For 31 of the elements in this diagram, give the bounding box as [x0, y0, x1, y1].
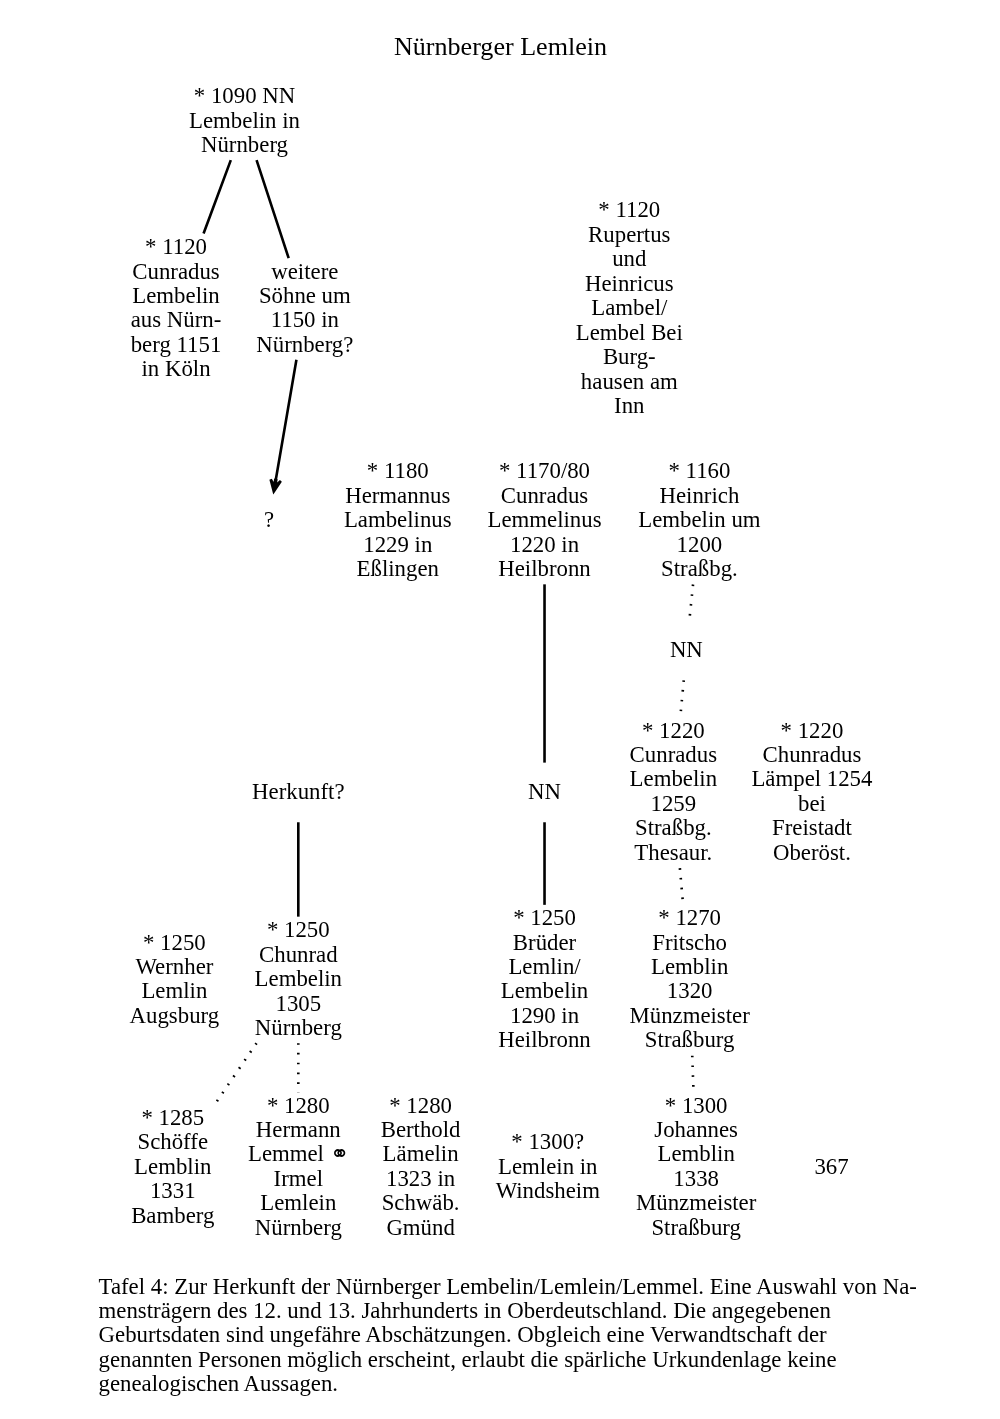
diagram-title: Nürnberger Lemlein [393, 32, 607, 62]
connector [254, 159, 290, 259]
node-text: * 1220 Cunradus Lembelin 1259 Straßbg. Thesaur. [629, 717, 717, 865]
node-text: * 1300 Johannes Lemblin 1338 Münzmeister Straßburg [635, 1092, 756, 1240]
caption: Tafel 4: Zur Herkunft der Nürnberger Lembelin/Lemlein/Lemmel. Eine Auswahl von Na- mensträgern des 12. und 13. Jahrhunderts in Oberdeutschland. Die angegebenen Geburtsdaten sind ungefähre Abschätzungen. Obgleich eine Verwandtschaft der genannten Personen möglich erscheint, erlaubt die spärliche Urkundenlage keine genealogischen Aussagen. [98, 1273, 917, 1397]
node-text: * 1180 Hermannus Lambelinus 1229 in Eßlingen [343, 458, 452, 582]
node-text: * 1300? Lemlein in Windsheim [495, 1129, 600, 1204]
node-text: * 1170/80 Cunradus Lemmelinus 1220 in Heilbronn [487, 458, 602, 582]
node-text: * 1220 Chunradus Lämpel 1254 bei Freistadt Oberöst. [750, 717, 872, 865]
node-text: ? [263, 507, 274, 533]
node-text: * 1250 Wernher Lemlin Augsburg [129, 929, 219, 1028]
connector [542, 584, 546, 763]
node-text: * 1250 Brüder Lemlin/ Lembelin 1290 in Heilbronn [497, 905, 591, 1053]
node-text: NN [669, 636, 703, 662]
arrow [268, 359, 298, 493]
connector [296, 822, 300, 917]
connector [542, 822, 546, 905]
node-text: * 1090 NN Lembelin in Nürnberg [188, 83, 300, 158]
node-text: NN [527, 778, 561, 804]
node-text: Herkunft? [251, 778, 345, 804]
node-text: * 1285 Schöffe Lemblin 1331 Bamberg [130, 1104, 214, 1228]
label: 367 [813, 1153, 849, 1179]
node-text: * 1120 Rupertus und Heinricus Lambel/ Lembel Bei Burg- hausen am Inn [575, 197, 683, 419]
node-text: * 1270 Fritscho Lemblin 1320 Münzmeister Straßburg [628, 905, 750, 1053]
connector [201, 159, 232, 234]
node-text: * 1250 Chunrad Lembelin 1305 Nürnberg [254, 917, 342, 1041]
node-text: weitere Söhne um 1150 in Nürnberg? [255, 258, 353, 357]
node-text: * 1280 Berthold Lämelin 1323 in Schwäb. Gmünd [380, 1092, 461, 1240]
node-text: * 1120 Cunradus Lembelin aus Nürn- berg 1151 in Köln [130, 234, 221, 382]
node-text: * 1160 Heinrich Lembelin um 1200 Straßbg. [637, 458, 761, 582]
node-text: * 1280 Hermann Lemmel ⚭ Irmel Lemlein Nürnberg [247, 1092, 349, 1240]
